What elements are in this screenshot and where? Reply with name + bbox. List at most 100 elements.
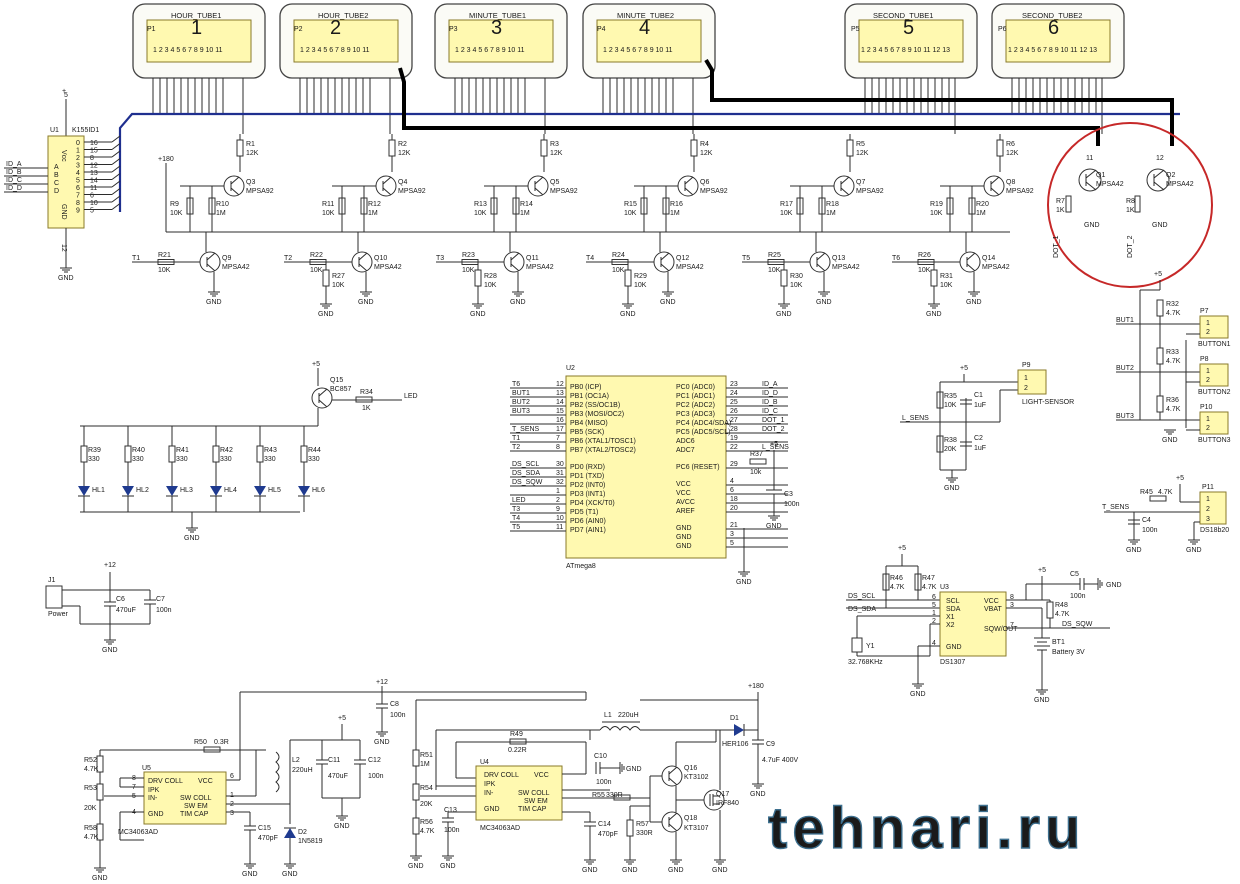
anode-rtop-ref: R3: [550, 141, 559, 148]
ground-icon: [208, 291, 220, 297]
anode-qlo-part: MPSA42: [982, 264, 1010, 271]
anode-qlo-part: MPSA42: [222, 264, 250, 271]
r49-val: 0.22R: [508, 747, 527, 754]
decoder-vcc: Vcc: [60, 150, 67, 162]
led-r-ref: R43: [264, 447, 277, 454]
reg5-gnd-1: GND: [92, 875, 108, 882]
resistor-icon: [1156, 395, 1164, 413]
ls-gnd: GND: [944, 485, 960, 492]
mcu-right-pin: PC4 (ADC4/SDA): [676, 420, 731, 427]
ground-icon: [738, 571, 750, 577]
btn-r-ref: R32: [1166, 301, 1179, 308]
mcu-5v: +5: [770, 441, 778, 448]
rtc-pin-num: 8: [1010, 594, 1014, 601]
btn-r-ref: R36: [1166, 397, 1179, 404]
npn-transistor-icon: [661, 765, 683, 787]
anode-t-net: T3: [436, 255, 444, 262]
r34-ref: R34: [360, 389, 373, 396]
btn-r-val: 4.7K: [1166, 406, 1181, 413]
button-connector: [1199, 411, 1229, 435]
decoder-bottom-pin: 12: [60, 244, 67, 252]
l1-val: 220uH: [618, 712, 639, 719]
mcu-right-num: 20: [730, 505, 738, 512]
gnd-label: GND: [318, 311, 334, 318]
tube-2: P2 HOUR_TUBE2 2 1 2 3 4 5 6 7 8 9 10 11: [279, 3, 413, 79]
u5-ref: U5: [142, 765, 151, 772]
mcu-right-pin: PC3 (ADC3): [676, 411, 715, 418]
light-sensor: +5 R35 10K R38 20K C1 1uF C2 1uF L_SENS …: [900, 362, 1074, 492]
l1-ref: L1: [604, 712, 612, 719]
reg5-v12: +12: [376, 679, 388, 686]
u5-num-tim: 3: [230, 810, 234, 817]
wire: [111, 150, 121, 158]
rtc-pin-name: X1: [946, 614, 955, 621]
dot-circle-highlight: [1047, 122, 1213, 288]
r48-val: 4.7K: [1055, 611, 1070, 618]
mcu-right-net: ID_B: [762, 399, 778, 406]
temp-vcc: +5: [1176, 475, 1184, 482]
led-diode-icon: [210, 486, 222, 496]
r52-ref: R52: [84, 757, 97, 764]
rtc-scl-net: DS_SCL: [848, 593, 875, 600]
c6-ref: C6: [116, 596, 125, 603]
decoder-input-pin: D: [54, 188, 59, 195]
mcu-left-pin: PD1 (TXD): [570, 473, 604, 480]
resistor-icon: [1156, 299, 1164, 317]
ground-icon: [622, 303, 634, 309]
mcu-left-pin: PB1 (OC1A): [570, 393, 609, 400]
npn-transistor-icon: [1146, 168, 1170, 192]
anode-qhi-ref: Q3: [246, 179, 255, 186]
wire: [111, 143, 121, 150]
decoder-input-pin: A: [54, 164, 59, 171]
q15-part: BC857: [330, 386, 352, 393]
ground-icon: [94, 867, 106, 873]
led-diode-icon: [298, 486, 310, 496]
c4-ref: C4: [1142, 517, 1151, 524]
r46-val: 4.7K: [890, 584, 905, 591]
c14-ref: C14: [598, 821, 611, 828]
resistor-icon: [930, 269, 938, 287]
dot-wire-hand-drawn-2: [704, 58, 1174, 146]
decoder-out-pin: 10: [90, 200, 98, 207]
mcu-right-num: 24: [730, 390, 738, 397]
decoder-out-digit: 8: [76, 200, 80, 207]
mcu-left-num: 16: [556, 417, 564, 424]
rtc-vcc-2: +5: [1038, 567, 1046, 574]
btn-r-val: 4.7K: [1166, 310, 1181, 317]
decoder-out-pin: 16: [90, 140, 98, 147]
decoder-input-pin: C: [54, 180, 59, 187]
mcu-right-net: ID_C: [762, 408, 778, 415]
temp-sensor: +5 R45 4.7K T_SENS C4 100n GND 1 2 3 P11…: [1102, 475, 1229, 554]
anode-rtop-val: 12K: [1006, 150, 1019, 157]
q16-part: KT3102: [684, 774, 709, 781]
reg180-gnd-5: GND: [750, 791, 766, 798]
r50-ref: R50: [194, 739, 207, 746]
mcu-left-num: 7: [556, 435, 560, 442]
bt1-ref: BT1: [1052, 639, 1065, 646]
transistor-body: [223, 175, 245, 197]
anode-rbase-val: 10K: [612, 267, 625, 274]
transistor-body: [375, 175, 397, 197]
mcu-right-net: L_SENS: [762, 444, 789, 451]
tube-ref: P4: [597, 26, 606, 33]
mcu-left-net: T4: [512, 515, 520, 522]
transistor-body: [199, 251, 221, 273]
u5-pin-ipk: IPK: [148, 787, 160, 794]
resistor-icon: [540, 139, 548, 157]
ground-icon: [472, 303, 484, 309]
u5-pin-vcc: VCC: [198, 778, 213, 785]
gnd-label: GND: [358, 299, 374, 306]
led-r-ref: R42: [220, 447, 233, 454]
wire: [358, 263, 368, 272]
pnp-transistor-icon: [375, 175, 397, 197]
tube-1: P1 HOUR_TUBE1 1 1 2 3 4 5 6 7 8 9 10 11: [132, 3, 266, 79]
mcu-right-pin: PC0 (ADC0): [676, 384, 715, 391]
led-r-ref: R40: [132, 447, 145, 454]
anode-rb-ref: R14: [520, 201, 533, 208]
ground-icon: [928, 303, 940, 309]
decoder-out-pin: 14: [90, 178, 98, 185]
mcu-right-num: 3: [730, 531, 734, 538]
anode-rb-val: 1M: [520, 210, 530, 217]
reg180-gnd-7: GND: [712, 867, 728, 874]
